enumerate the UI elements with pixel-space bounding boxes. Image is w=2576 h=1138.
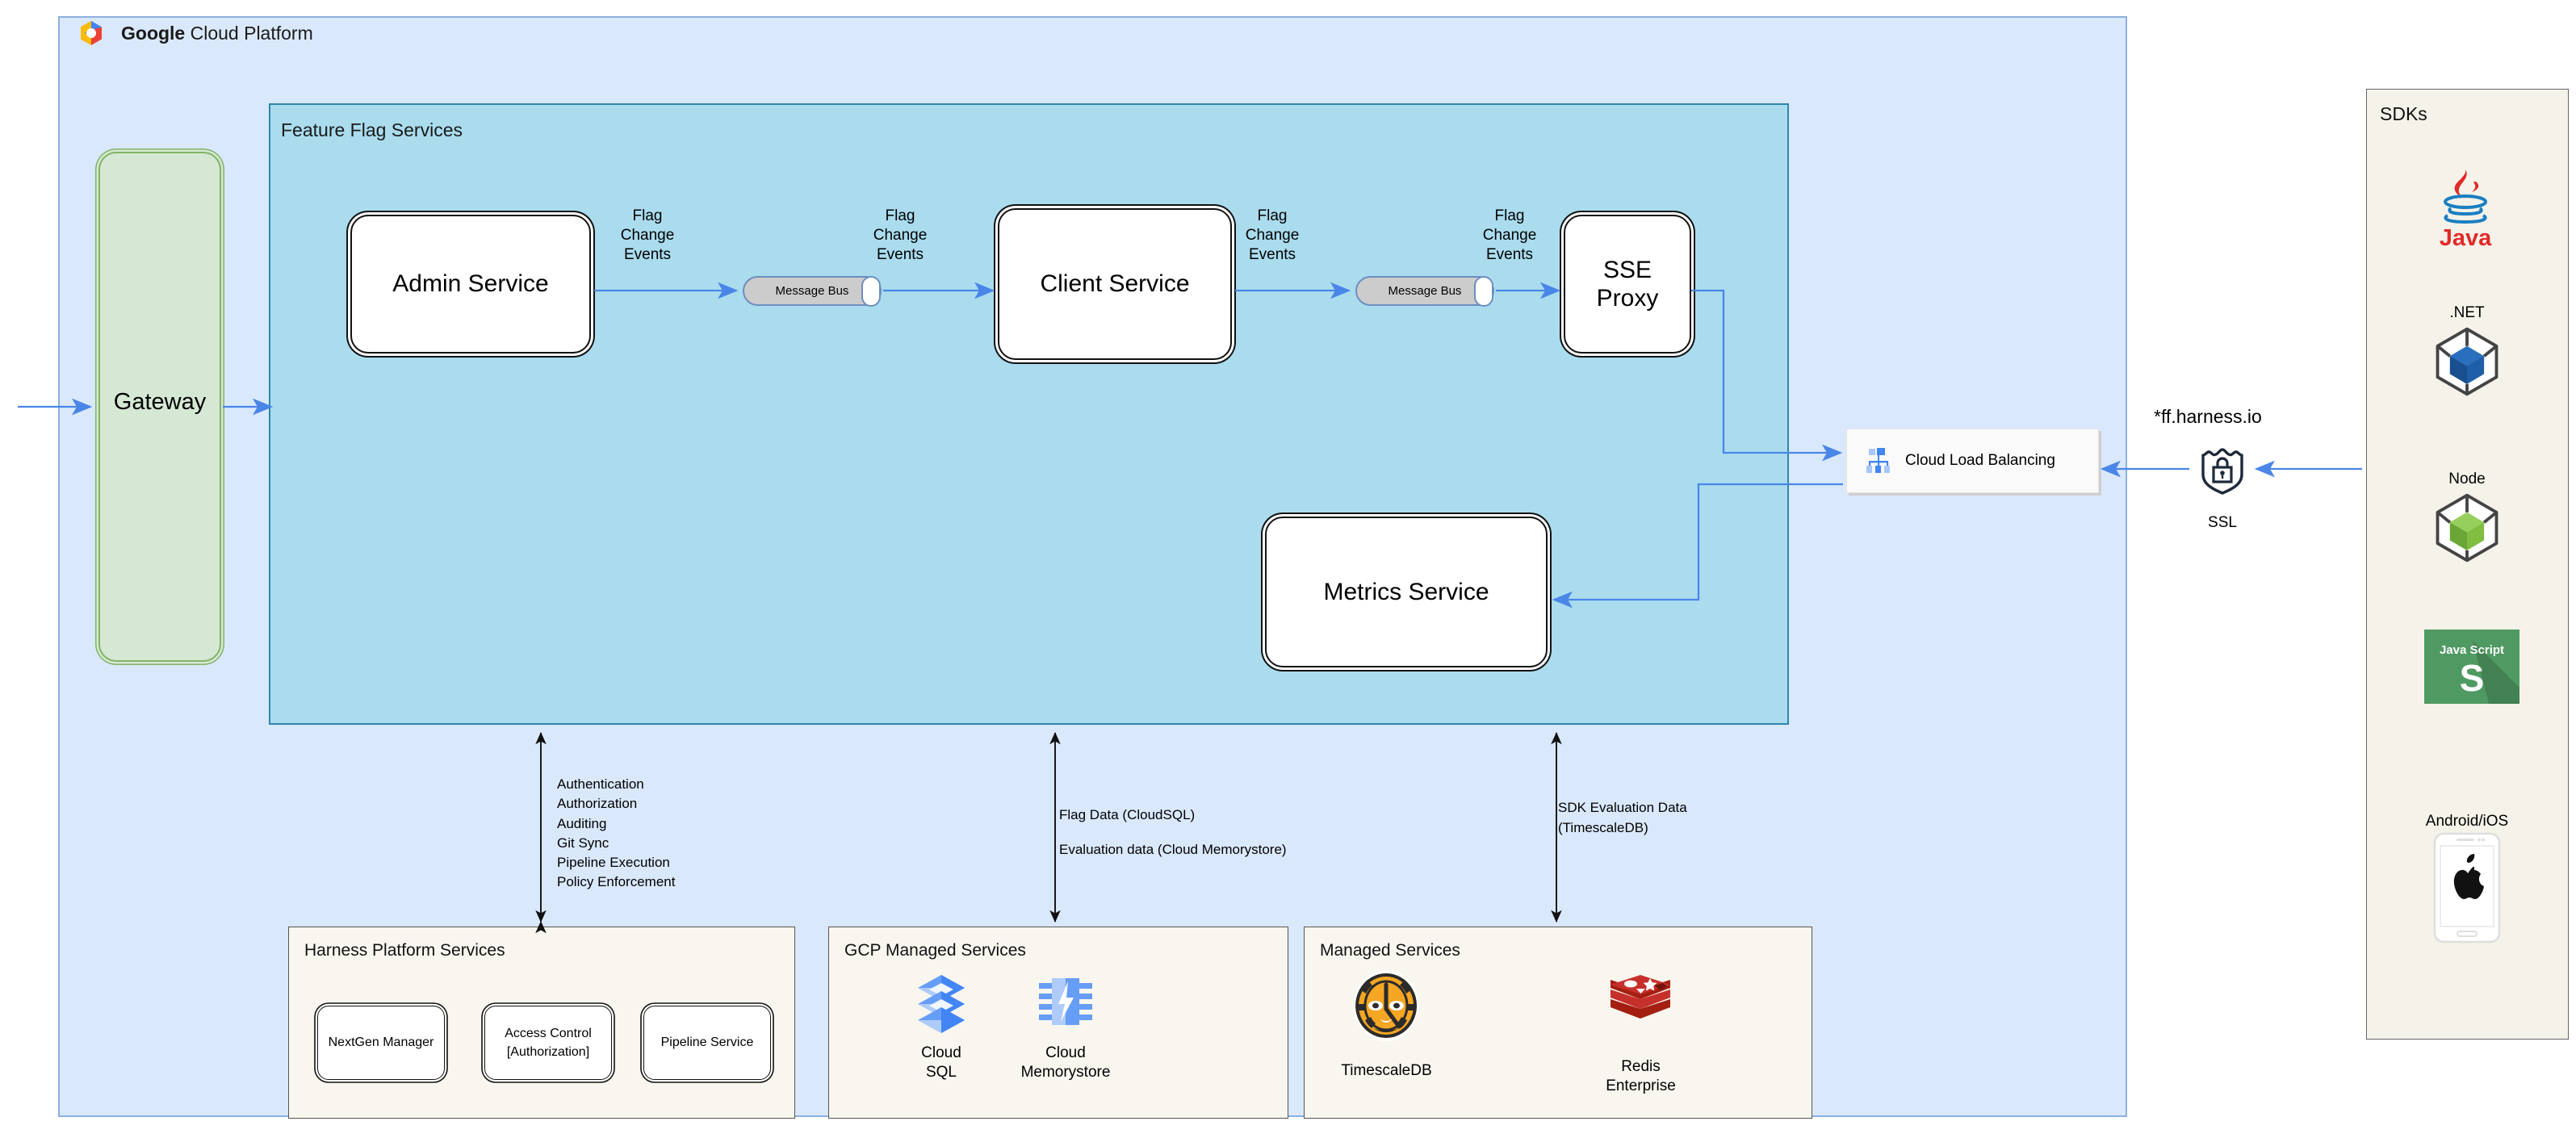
sdk-item-javascript: Java Script S xyxy=(2423,630,2520,708)
cloud-sql-label: Cloud SQL xyxy=(921,1044,961,1081)
mobile-apple-icon xyxy=(2433,832,2501,943)
node-cube-icon xyxy=(2436,493,2499,562)
access-control-label: Access Control [Authorization] xyxy=(505,1026,592,1059)
javascript-logo-icon: Java Script S xyxy=(2424,630,2519,704)
ssl-label: SSL xyxy=(2208,514,2237,531)
edge-label-flag-change-1: Flag Change Events xyxy=(620,207,675,263)
dotnet-cube-icon xyxy=(2436,327,2499,395)
annotation-sdk-eval-data: SDK Evaluation Data (TimescaleDB) xyxy=(1558,800,1687,835)
sse-proxy-label: SSE Proxy xyxy=(1596,256,1659,312)
gcp-title-rest: Cloud Platform xyxy=(185,23,313,44)
redis-icon xyxy=(1611,975,1670,1019)
gcp-managed-services-title: GCP Managed Services xyxy=(844,941,1026,960)
timescaledb-label: TimescaleDB xyxy=(1341,1062,1432,1079)
message-bus-1: Message Bus xyxy=(743,275,882,307)
annotation-harness-platform: Authentication Authorization Auditing Gi… xyxy=(557,776,676,890)
gcp-title-bold: Google xyxy=(121,23,186,44)
java-logo-icon: Java xyxy=(2440,169,2492,251)
cloud-memorystore-item: Cloud Memorystore xyxy=(1013,972,1118,1082)
cloud-load-balancing-icon xyxy=(1866,448,1890,473)
feature-flag-services-title: Feature Flag Services xyxy=(281,119,463,140)
cloud-load-balancing-label: Cloud Load Balancing xyxy=(1905,452,2055,469)
sdk-item-android-ios: Android/iOS xyxy=(2415,809,2519,948)
svg-text:Java Script: Java Script xyxy=(2440,643,2504,657)
ff-harness-domain-label: *ff.harness.io xyxy=(2154,406,2262,427)
sdks-panel-title: SDKs xyxy=(2380,103,2427,124)
redis-label: Redis Enterprise xyxy=(1606,1058,1676,1094)
cloud-sql-icon xyxy=(918,975,965,1033)
sdk-caption-dotnet: .NET xyxy=(2449,304,2485,321)
timescaledb-item xyxy=(1334,969,1439,1047)
message-bus-2: Message Bus xyxy=(1355,275,1494,307)
admin-service-box[interactable]: Admin Service xyxy=(350,215,591,354)
sdk-item-dotnet: .NET xyxy=(2419,300,2515,404)
metrics-service-box[interactable]: Metrics Service xyxy=(1265,517,1548,667)
cloud-sql-item: Cloud SQL xyxy=(897,972,986,1082)
gateway-label: Gateway xyxy=(113,389,207,415)
gcp-panel-title: Google Cloud Platform xyxy=(121,23,313,44)
sdk-item-node: Node xyxy=(2419,466,2515,571)
svg-text:Java: Java xyxy=(2440,225,2492,251)
feature-flag-services-panel xyxy=(269,103,1789,725)
nextgen-manager-box[interactable]: NextGen Manager xyxy=(317,1006,445,1080)
svg-text:S: S xyxy=(2460,657,2485,699)
edge-label-flag-change-4: Flag Change Events xyxy=(1482,207,1537,263)
edge-label-flag-change-3: Flag Change Events xyxy=(1245,207,1300,263)
managed-services-title: Managed Services xyxy=(1320,941,1460,960)
cloud-memorystore-label: Cloud Memorystore xyxy=(1020,1044,1111,1081)
gateway-box[interactable] xyxy=(98,152,221,662)
sdk-caption-android-ios: Android/iOS xyxy=(2425,813,2509,830)
ssl-shield-lock-icon xyxy=(2201,448,2243,495)
access-control-box[interactable]: Access Control [Authorization] xyxy=(484,1006,612,1080)
timescaledb-tiger-icon xyxy=(1354,970,1418,1041)
cloud-load-balancing-box[interactable]: Cloud Load Balancing xyxy=(1846,429,2099,493)
sdk-caption-node: Node xyxy=(2448,471,2486,487)
annotation-flag-data: Flag Data (CloudSQL) Evaluation data (Cl… xyxy=(1059,807,1287,857)
edge-label-flag-change-2: Flag Change Events xyxy=(873,207,928,263)
cloud-memorystore-icon xyxy=(1039,978,1092,1025)
redis-item xyxy=(1588,973,1693,1037)
sdk-item-java: Java xyxy=(2419,165,2515,256)
sse-proxy-box[interactable]: SSE Proxy xyxy=(1564,215,1691,354)
pipeline-service-box[interactable]: Pipeline Service xyxy=(643,1006,771,1080)
harness-platform-services-title: Harness Platform Services xyxy=(304,941,505,960)
client-service-box[interactable]: Client Service xyxy=(998,208,1232,360)
